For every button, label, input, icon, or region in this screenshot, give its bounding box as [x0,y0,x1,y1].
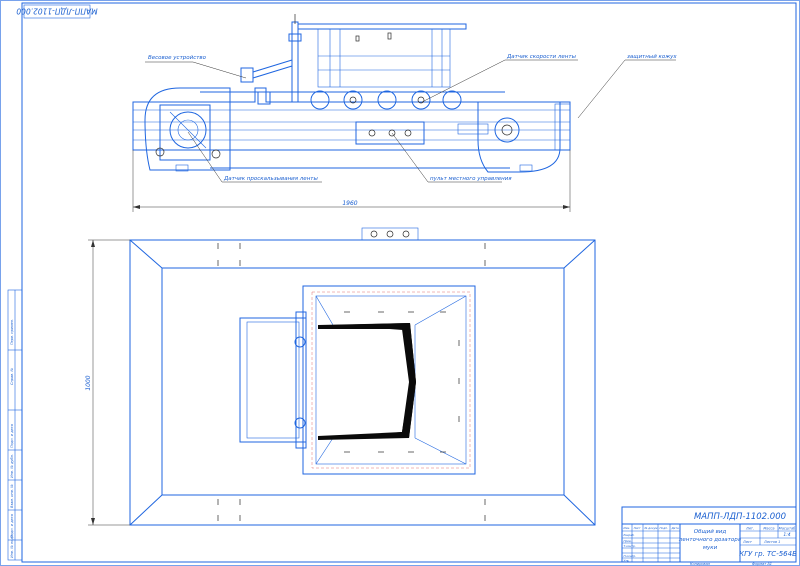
callout-control-panel: пульт местного управления [430,176,512,182]
callout-speed-sensor: Датчик скорости ленты [506,54,577,60]
callout-slip-sensor: Датчик проскальзывания ленты [223,176,318,182]
format-label: Формат А1 [752,562,772,566]
callout-weighing-leader [145,61,247,79]
title-line-1: Общий вид [694,529,727,535]
dim-width: 1000 [85,375,92,390]
change-col-4: Дата [671,526,680,530]
strip-label-7: Инв. № подл. [10,534,14,558]
stamp-code: МАПП-ЛДП-1102.000 [694,512,786,522]
left-strip: Перв. примен. Справ. № Подп. и дата Инв.… [7,289,23,561]
title-block-frame [621,506,797,563]
sheets-label: Листов 1 [763,540,780,544]
rotated-code-box: МАПП-ЛДП-1102.000 [16,4,98,19]
group-label: КГУ гр. ТС-564Б [739,550,797,558]
callout-guard-leader [577,59,676,119]
role-row-0: Разраб. [624,533,635,537]
title-line-3: муки [703,545,718,551]
role-row-4: Н.контр. [624,554,637,558]
lit-header-1: Масса [763,527,774,531]
sheet-label: Лист [742,540,753,544]
scale-value: 1:4 [783,532,790,538]
callout-slip-leader [187,131,322,183]
dim-length: 1960 [342,200,357,207]
strip-label-4: Инв. № дубл. [10,454,14,478]
role-row-1: Пров. [624,539,632,543]
role-row-2: Т.контр. [624,544,636,548]
strip-label-5: Взам. инв. № [10,484,14,508]
side-view [132,14,571,212]
role-row-5: Утв. [624,559,630,563]
title-line-2: ленточного дозатора [678,537,742,543]
change-col-2: № докум. [644,526,659,530]
plan-view [88,227,596,526]
callout-speed-leader [421,59,578,103]
rotated-code: МАПП-ЛДП-1102.000 [16,7,97,16]
strip-label-2: Справ. № [10,368,14,385]
lit-header-0: Лит. [745,527,754,531]
callout-panel-leader [391,132,502,183]
copied-label: Копировал [690,562,711,566]
change-col-3: Подп. [660,526,669,530]
change-col-1: Лист [633,526,641,530]
change-col-0: Изм. [624,526,631,530]
callout-weighing-device: Весовое устройство [148,55,207,61]
strip-label-1: Перв. примен. [10,319,14,345]
strip-label-6: Подп. и дата [10,514,14,538]
strip-label-3: Подп. и дата [10,424,14,448]
lit-header-2: Масштаб [779,527,796,531]
callout-guard: защитный кожух [627,54,677,60]
